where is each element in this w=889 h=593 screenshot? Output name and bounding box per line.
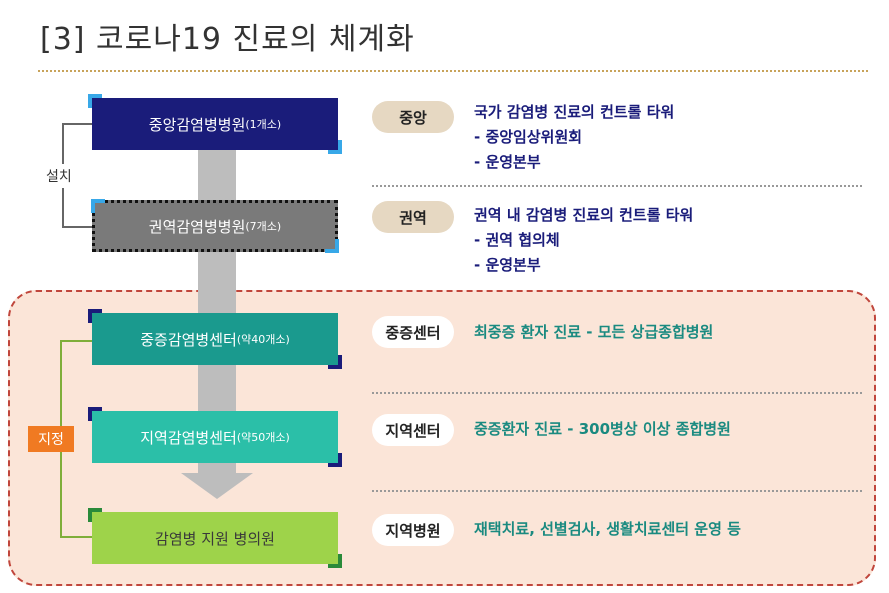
corner-accent bbox=[88, 309, 102, 323]
title-divider bbox=[38, 70, 868, 72]
severe-center-name: 중증감염병센터 bbox=[140, 330, 237, 349]
level-tag-regional: 권역 bbox=[372, 201, 454, 233]
flow-arrow-down-icon bbox=[181, 473, 253, 499]
desc-line: 최중증 환자 진료 - 모든 상급종합병원 bbox=[474, 323, 714, 341]
corner-accent bbox=[88, 508, 102, 522]
desc-line: - 권역 협의체 bbox=[474, 231, 560, 249]
severe-center-box: 중증감염병센터 (약40개소) bbox=[88, 309, 342, 369]
desc-line: 재택치료, 선별검사, 생활치료센터 운영 등 bbox=[474, 520, 741, 538]
support-clinic-name: 감염병 지원 병의원 bbox=[155, 529, 275, 548]
central-hospital-box: 중앙감염병병원 (1개소) bbox=[88, 94, 342, 154]
corner-accent bbox=[88, 407, 102, 421]
level-desc-local-hospital: 재택치료, 선별검사, 생활치료센터 운영 등 bbox=[474, 517, 741, 542]
level-desc-regional: 권역 내 감염병 진료의 컨트롤 타워 - 권역 협의체 - 운영본부 bbox=[474, 203, 693, 278]
level-tag-severe: 중증센터 bbox=[372, 316, 454, 348]
level-tag-local: 지역센터 bbox=[372, 414, 454, 446]
local-center-name: 지역감염병센터 bbox=[140, 428, 237, 447]
central-hospital-name: 중앙감염병병원 bbox=[148, 115, 246, 134]
desc-line: 중증환자 진료 - 300병상 이상 종합병원 bbox=[474, 420, 731, 438]
severe-center-count: (약40개소) bbox=[236, 333, 290, 346]
corner-accent bbox=[328, 554, 342, 568]
corner-accent bbox=[91, 199, 105, 213]
row-divider bbox=[372, 490, 862, 492]
corner-accent bbox=[325, 239, 339, 253]
corner-accent bbox=[328, 453, 342, 467]
desc-line: - 운영본부 bbox=[474, 153, 541, 171]
desc-line: - 운영본부 bbox=[474, 256, 541, 274]
support-clinic-box: 감염병 지원 병의원 bbox=[88, 508, 342, 568]
central-hospital-count: (1개소) bbox=[245, 118, 282, 131]
local-center-box: 지역감염병센터 (약50개소) bbox=[88, 407, 342, 467]
row-divider bbox=[372, 185, 862, 187]
corner-accent bbox=[328, 140, 342, 154]
assign-label: 지정 bbox=[28, 426, 74, 452]
setup-label: 설치 bbox=[42, 164, 76, 188]
desc-line: 권역 내 감염병 진료의 컨트롤 타워 bbox=[474, 206, 694, 224]
desc-line: - 중앙임상위원회 bbox=[474, 128, 583, 146]
row-divider bbox=[372, 392, 862, 394]
local-center-count: (약50개소) bbox=[236, 431, 290, 444]
level-desc-local: 중증환자 진료 - 300병상 이상 종합병원 bbox=[474, 417, 731, 442]
regional-hospital-name: 권역감염병병원 bbox=[148, 217, 246, 236]
level-tag-local-hospital: 지역병원 bbox=[372, 514, 454, 546]
page-title: [3] 코로나19 진료의 체계화 bbox=[40, 22, 415, 57]
corner-accent bbox=[328, 355, 342, 369]
level-desc-severe: 최중증 환자 진료 - 모든 상급종합병원 bbox=[474, 320, 713, 345]
level-desc-central: 국가 감염병 진료의 컨트롤 타워 - 중앙임상위원회 - 운영본부 bbox=[474, 100, 674, 175]
regional-hospital-box: 권역감염병병원 (7개소) bbox=[91, 199, 339, 253]
level-tag-central: 중앙 bbox=[372, 101, 454, 133]
desc-line: 국가 감염병 진료의 컨트롤 타워 bbox=[474, 103, 675, 121]
regional-hospital-count: (7개소) bbox=[245, 220, 282, 233]
corner-accent bbox=[88, 94, 102, 108]
